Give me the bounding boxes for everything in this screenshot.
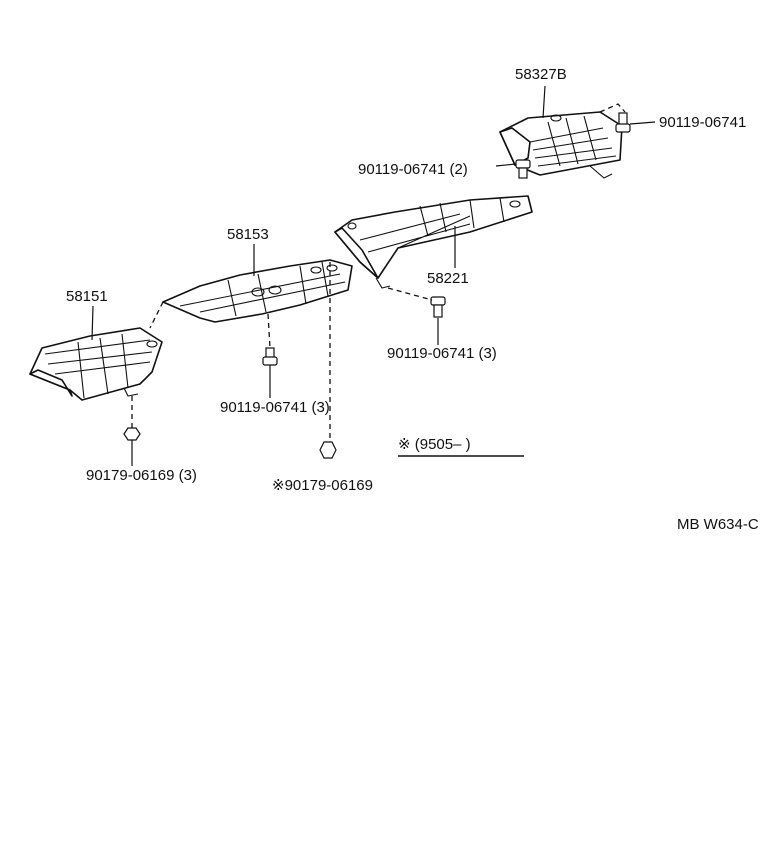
part-label-58221: 58221 bbox=[427, 270, 469, 287]
part-label-bolt-mid-right: 90119-06741 (3) bbox=[387, 345, 497, 362]
part-label-58151: 58151 bbox=[66, 288, 108, 305]
part-label-bolt-top-left: 90119-06741 (2) bbox=[358, 161, 468, 178]
heat-insulator-58153 bbox=[162, 259, 353, 323]
part-label-nut-left: 90179-06169 (3) bbox=[86, 467, 197, 484]
heat-insulator-58327b bbox=[499, 111, 623, 179]
leader-lines bbox=[91, 85, 656, 466]
heat-insulator-58151 bbox=[29, 327, 163, 401]
part-label-bolt-top-right: 90119-06741 bbox=[659, 114, 747, 131]
nut-90179-06169-left bbox=[123, 427, 141, 441]
diagram-code: MB W634-C bbox=[677, 516, 759, 533]
alignment-lines bbox=[131, 103, 626, 442]
heat-insulator-58221 bbox=[334, 195, 533, 289]
part-label-nut-mid: ※90179-06169 bbox=[272, 477, 373, 494]
note-date-range: ※ (9505– ) bbox=[398, 436, 471, 453]
part-label-58153: 58153 bbox=[227, 226, 269, 243]
part-label-58327b: 58327B bbox=[515, 66, 567, 83]
bolt-90119-06741-top-right bbox=[615, 112, 631, 133]
bolt-90119-06741-mid-right bbox=[430, 296, 446, 318]
nut-90179-06169-mid bbox=[319, 441, 337, 459]
bolt-90119-06741-mid-left bbox=[262, 347, 278, 366]
part-label-bolt-mid-left: 90119-06741 (3) bbox=[220, 399, 330, 416]
